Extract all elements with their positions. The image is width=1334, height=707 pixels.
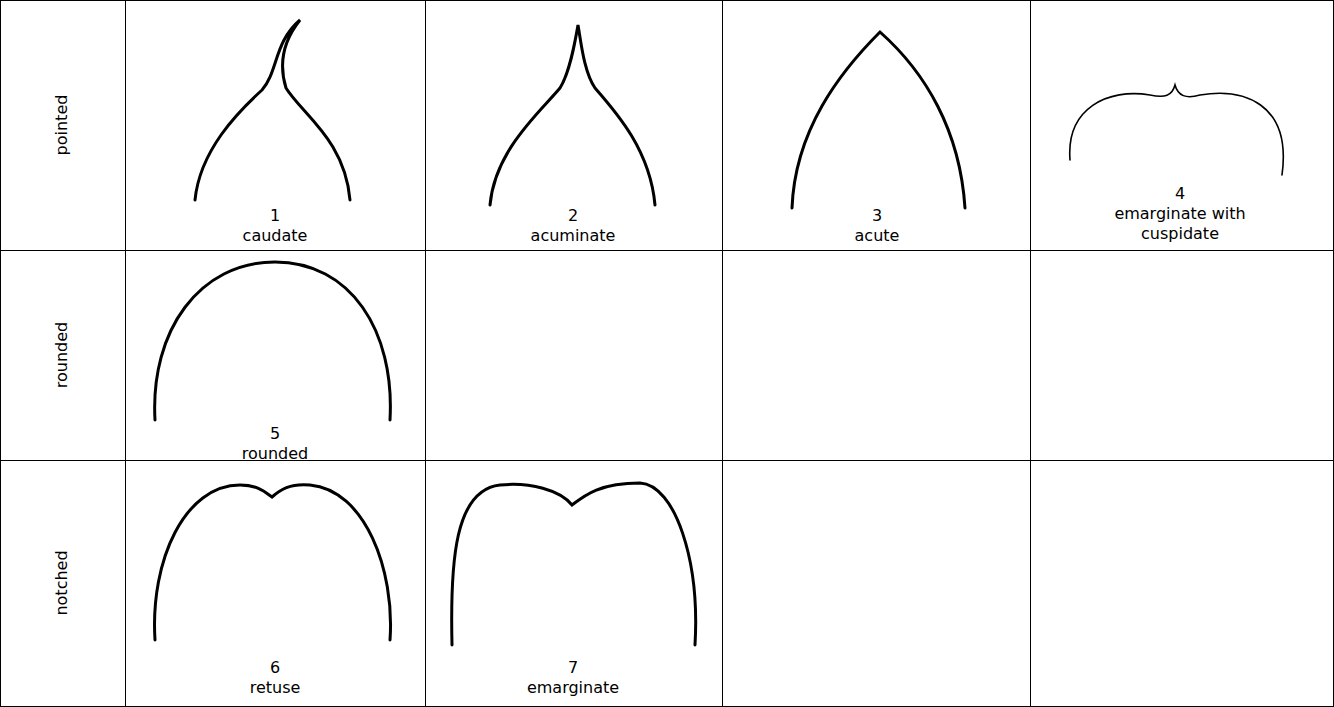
callout-number: 2 bbox=[473, 206, 673, 226]
callout-number: 1 bbox=[175, 206, 375, 226]
callout-number: 3 bbox=[777, 206, 977, 226]
emarginate-apex bbox=[452, 483, 696, 645]
term-label: acute bbox=[777, 226, 977, 246]
acuminate-apex bbox=[490, 25, 655, 205]
term-label: acuminate bbox=[473, 226, 673, 246]
term-label: emarginate with cuspidate bbox=[1090, 204, 1270, 244]
row-header: notched bbox=[52, 550, 72, 615]
term-label: emarginate bbox=[473, 678, 673, 698]
callout-number: 6 bbox=[175, 658, 375, 678]
callout-number: 4 bbox=[1080, 184, 1280, 204]
row-header: rounded bbox=[52, 322, 72, 388]
callout-number: 5 bbox=[175, 424, 375, 444]
acute-apex bbox=[792, 32, 965, 208]
term-label: rounded bbox=[175, 444, 375, 464]
term-label: retuse bbox=[175, 678, 375, 698]
retuse-apex bbox=[155, 485, 391, 640]
callout-number: 7 bbox=[473, 658, 673, 678]
row-header: pointed bbox=[52, 95, 72, 156]
rounded-apex bbox=[155, 262, 391, 420]
term-label: caudate bbox=[175, 226, 375, 246]
caudate-apex bbox=[195, 20, 350, 200]
cuspidate-apex bbox=[1070, 85, 1284, 175]
